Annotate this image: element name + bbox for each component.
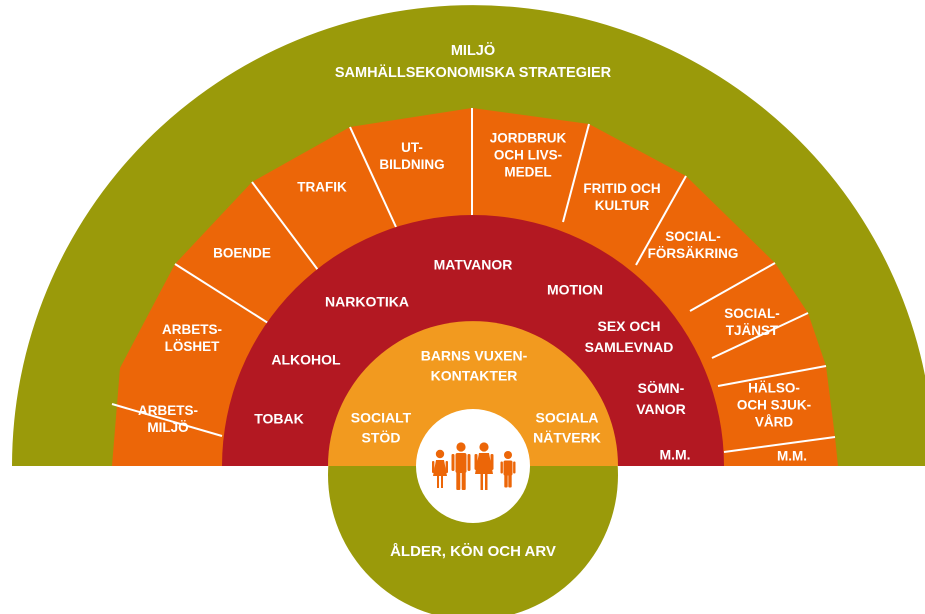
living-conditions-label-0: ARBETS- MILJÖ <box>138 403 198 435</box>
lifestyle-label-0-line-0: TOBAK <box>254 411 304 427</box>
living-conditions-label-3: TRAFIK <box>297 180 347 195</box>
lifestyle-label-1: ALKOHOL <box>271 352 341 368</box>
divider-line-7 <box>689 262 776 312</box>
living-conditions-label-8-line-1: TJÄNST <box>726 323 779 338</box>
living-conditions-label-7: SOCIAL- FÖRSÄKRING <box>648 229 739 261</box>
lifestyle-label-2: NARKOTIKA <box>325 294 409 310</box>
living-conditions-label-6-line-1: KULTUR <box>595 198 650 213</box>
center-disc <box>416 409 530 523</box>
labels-layer: MILJÖ SAMHÄLLSEKONOMISKA STRATEGIER ARBETS… <box>138 42 811 560</box>
lifestyle-label-6: SÖMN- VANOR <box>636 380 686 417</box>
living-conditions-label-6-line-0: FRITID OCH <box>583 181 660 196</box>
core-label-line-0: ÅLDER, KÖN OCH ARV <box>390 543 556 560</box>
person-boy-icon <box>500 451 516 488</box>
divider-line-2 <box>251 181 319 271</box>
living-conditions-label-5-line-1: OCH LIVS- <box>494 148 562 163</box>
lifestyle-label-6-line-0: SÖMN- <box>638 380 685 396</box>
living-conditions-label-5-line-2: MEDEL <box>504 165 551 180</box>
social-network-label-0-line-1: KONTAKTER <box>431 368 518 384</box>
social-network-label-2-line-1: NÄTVERK <box>533 430 601 446</box>
living-conditions-label-4: UT- BILDNING <box>379 140 444 172</box>
living-conditions-label-9-line-1: OCH SJUK- <box>737 398 811 413</box>
person-woman-small-icon <box>432 449 448 488</box>
social-network-label-0: BARNS VUXEN- KONTAKTER <box>421 348 528 384</box>
social-network-label-1: SOCIALT STÖD <box>351 410 412 446</box>
living-conditions-label-4-line-0: UT- <box>401 140 423 155</box>
living-conditions-label-10: M.M. <box>777 449 807 464</box>
living-conditions-label-4-line-1: BILDNING <box>379 157 444 172</box>
living-conditions-label-5-line-0: JORDBRUK <box>490 131 567 146</box>
lifestyle-label-4: MOTION <box>547 282 603 298</box>
divider-line-8 <box>711 312 809 359</box>
living-conditions-label-8-line-0: SOCIAL- <box>724 306 780 321</box>
lifestyle-label-5: SEX OCH SAMLEVNAD <box>585 318 674 355</box>
social-network-label-1-line-0: SOCIALT <box>351 410 412 426</box>
divider-line-0 <box>111 403 223 437</box>
social-network-label-2: SOCIALA NÄTVERK <box>533 410 601 446</box>
living-conditions-label-9-line-0: HÄLSO- <box>748 381 800 396</box>
lifestyle-label-5-line-1: SAMLEVNAD <box>585 339 674 355</box>
living-conditions-label-5: JORDBRUK OCH LIVS- MEDEL <box>490 131 567 180</box>
social-network-label-0-line-0: BARNS VUXEN- <box>421 348 528 364</box>
living-conditions-label-0-line-0: ARBETS- <box>138 403 198 418</box>
divider-line-1 <box>174 263 269 324</box>
person-woman-icon <box>474 442 494 490</box>
divider-line-10 <box>723 436 836 453</box>
lifestyle-label-5-line-0: SEX OCH <box>597 318 660 334</box>
lifestyle-label-3-line-0: MATVANOR <box>434 257 513 273</box>
outer-layer-label: MILJÖ SAMHÄLLSEKONOMISKA STRATEGIER <box>335 42 612 81</box>
divider-line-3 <box>349 126 397 228</box>
living-conditions-label-1-line-1: LÖSHET <box>165 339 221 354</box>
social-network-label-2-line-0: SOCIALA <box>536 410 599 426</box>
lifestyle-label-1-line-0: ALKOHOL <box>271 352 341 368</box>
core-label: ÅLDER, KÖN OCH ARV <box>390 543 556 560</box>
living-conditions-label-7-line-0: SOCIAL- <box>665 229 721 244</box>
divider-line-6 <box>635 175 687 266</box>
divider-line-9 <box>717 365 827 387</box>
living-conditions-label-0-line-1: MILJÖ <box>147 420 188 435</box>
person-man-icon <box>451 442 471 490</box>
divider-line-5 <box>562 123 590 223</box>
living-conditions-label-1: ARBETS- LÖSHET <box>162 322 222 354</box>
living-conditions-dividers <box>111 108 836 453</box>
outer-layer-label-line-0: MILJÖ <box>451 42 495 59</box>
living-conditions-label-6: FRITID OCH KULTUR <box>583 181 660 213</box>
living-conditions-label-1-line-0: ARBETS- <box>162 322 222 337</box>
living-conditions-label-8: SOCIAL- TJÄNST <box>724 306 780 338</box>
lifestyle-label-6-line-1: VANOR <box>636 401 686 417</box>
living-conditions-label-2-line-0: BOENDE <box>213 246 271 261</box>
living-conditions-label-9: HÄLSO- OCH SJUK- VÅRD <box>737 381 811 430</box>
lifestyle-label-4-line-0: MOTION <box>547 282 603 298</box>
lifestyle-label-0: TOBAK <box>254 411 304 427</box>
social-network-label-1-line-1: STÖD <box>362 430 401 446</box>
living-conditions-label-10-line-0: M.M. <box>777 449 807 464</box>
living-conditions-label-2: BOENDE <box>213 246 271 261</box>
people-family-icon <box>432 442 516 490</box>
lifestyle-label-7-line-0: M.M. <box>659 447 690 463</box>
lifestyle-label-2-line-0: NARKOTIKA <box>325 294 409 310</box>
living-conditions-label-3-line-0: TRAFIK <box>297 180 347 195</box>
social-network-band <box>328 321 618 466</box>
lifestyle-label-3: MATVANOR <box>434 257 513 273</box>
living-conditions-label-7-line-1: FÖRSÄKRING <box>648 246 739 261</box>
lifestyle-label-7: M.M. <box>659 447 690 463</box>
outer-layer-label-line-1: SAMHÄLLSEKONOMISKA STRATEGIER <box>335 64 612 81</box>
living-conditions-label-9-line-2: VÅRD <box>755 415 794 430</box>
